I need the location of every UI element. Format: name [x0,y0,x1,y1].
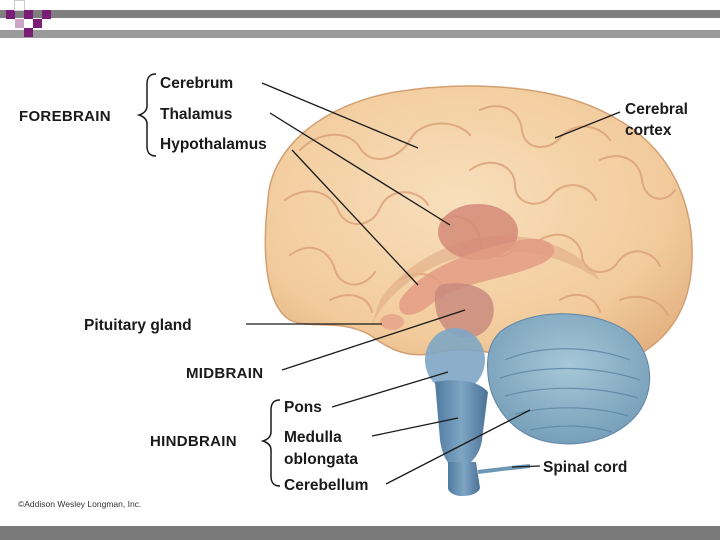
label-hypothalamus: Hypothalamus [160,136,267,153]
label-cerebral-cortex-line1: Cerebral [625,101,688,118]
label-pituitary-gland: Pituitary gland [84,317,192,334]
copyright-notice: ©Addison Wesley Longman, Inc. [18,499,141,509]
cerebellum-shape [488,314,650,444]
label-forebrain: FOREBRAIN [19,108,111,125]
label-spinal-cord: Spinal cord [543,459,627,476]
hindbrain-bracket [263,400,280,486]
forebrain-bracket [139,74,156,156]
medulla-shape [435,380,488,470]
label-hindbrain: HINDBRAIN [150,433,237,450]
label-pons: Pons [284,399,322,416]
label-medulla-line2: oblongata [284,451,358,468]
label-cerebrum: Cerebrum [160,75,233,92]
pituitary-shape [380,314,404,330]
label-cerebral-cortex-line2: cortex [625,122,672,139]
label-midbrain: MIDBRAIN [186,365,263,382]
leader-pons [332,372,448,407]
label-cerebellum: Cerebellum [284,477,368,494]
label-thalamus: Thalamus [160,106,232,123]
label-medulla-line1: Medulla [284,429,342,446]
spinal-cord-shape [448,462,480,496]
